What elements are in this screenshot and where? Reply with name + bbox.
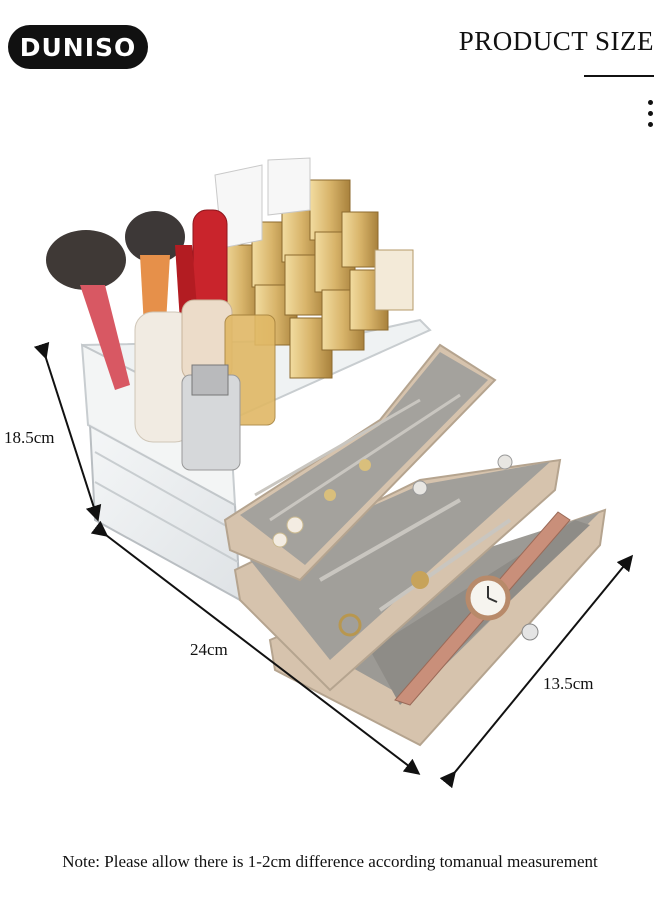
width-arrow bbox=[90, 520, 421, 775]
depth-arrow bbox=[439, 554, 634, 789]
brand-logo: DUNISO bbox=[8, 25, 148, 69]
lipsticks bbox=[221, 179, 414, 379]
brand-name: DUNISO bbox=[19, 32, 137, 62]
measurement-note: Note: Please allow there is 1-2cm differ… bbox=[62, 852, 598, 871]
title-underline bbox=[584, 75, 654, 77]
depth-label: 13.5cm bbox=[543, 674, 594, 693]
vertical-ellipsis-icon[interactable] bbox=[646, 100, 654, 136]
dimension-arrows bbox=[33, 341, 634, 789]
width-label: 24cm bbox=[190, 640, 228, 659]
page-title: PRODUCT SIZE bbox=[458, 26, 654, 56]
bottles bbox=[134, 299, 276, 471]
height-label: 18.5cm bbox=[4, 428, 55, 447]
height-arrow bbox=[33, 341, 102, 522]
